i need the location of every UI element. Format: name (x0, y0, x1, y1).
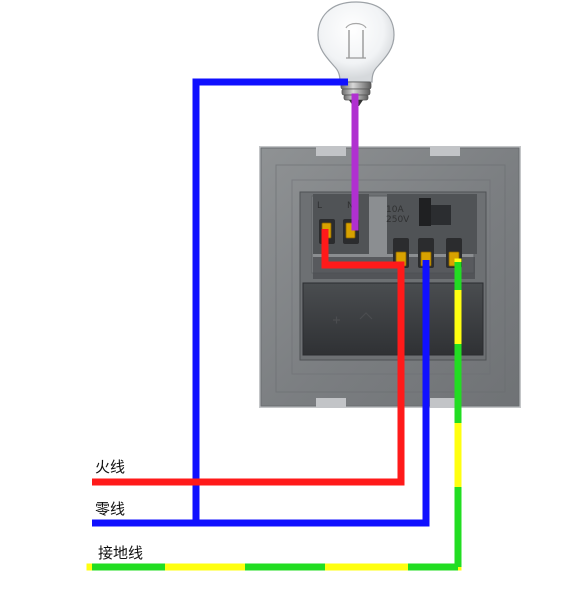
switch-panel-icon: L N 10A 250V (259, 146, 521, 408)
wires (86, 78, 462, 571)
rating-text-top: 10A (386, 205, 404, 215)
live-wire-label: 火线 (95, 458, 125, 476)
ground-wire (86, 258, 462, 571)
neutral-wire-to-switch (196, 260, 430, 527)
ground-wire-label: 接地线 (98, 544, 143, 562)
neutral-wire-main (92, 78, 348, 527)
terminal-n-label: N (347, 201, 354, 211)
rating-text-bottom: 250V (386, 215, 410, 225)
light-bulb-icon (317, 1, 395, 106)
terminal-l-label: L (317, 201, 322, 211)
live-wire (92, 229, 405, 486)
switch-recess (302, 282, 484, 356)
neutral-wire-label: 零线 (95, 500, 125, 518)
